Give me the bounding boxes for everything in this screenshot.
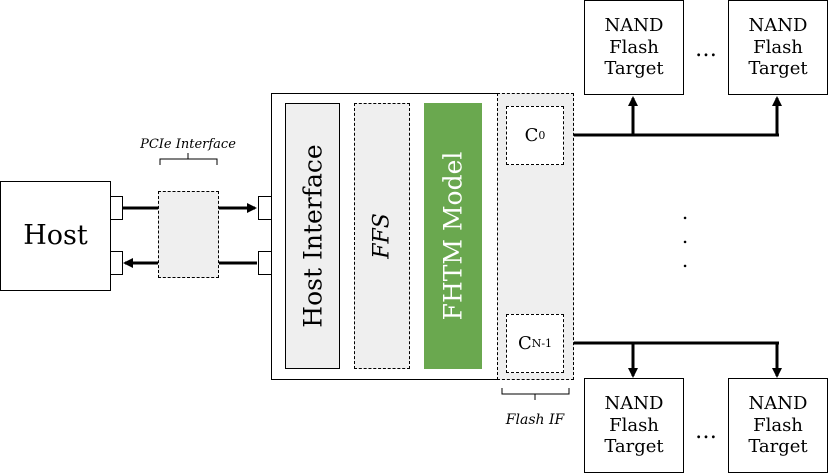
ffs-label: FFS [369,213,395,259]
nand-top-left-box [584,0,684,95]
nand-top-left-label: NAND Flash Target [584,0,684,95]
pcie-bracket [159,153,218,165]
channel-cn-box [506,314,564,373]
nand-top-right-label: NAND Flash Target [728,0,828,95]
vertical-ellipsis: . . . [681,200,689,272]
nand-bottom-ellipsis: … [695,418,717,444]
host-port-bottom [110,251,123,275]
pcie-interface-box [158,191,219,278]
controller-port-top [258,196,272,220]
pcie-label: PCIe Interface [140,137,236,153]
channel-cn-base: C [517,332,532,354]
nand-bottom-right-label: NAND Flash Target [728,378,828,473]
nand-bottom-right-line-3: Target [748,436,808,458]
host-interface-block [285,103,340,369]
nand-top-left-line-2: Flash [609,36,659,58]
flash-if-bracket [501,388,570,400]
channel-c0-box [506,106,564,165]
nand-bottom-left-line-2: Flash [609,414,659,436]
nand-top-left-line-1: NAND [604,15,664,37]
channel-c0-sub: 0 [538,128,546,142]
host-box [0,181,111,291]
nand-top-right-line-1: NAND [748,15,808,37]
channel-c0-base: C [524,124,539,146]
nand-bottom-left-label: NAND Flash Target [584,378,684,473]
nand-bottom-left-box [584,378,684,473]
nand-top-right-line-2: Flash [753,36,803,58]
host-interface-label: Host Interface [298,144,328,328]
nand-bottom-left-line-3: Target [604,436,664,458]
nand-bottom-right-line-1: NAND [748,393,808,415]
flash-if-label: Flash IF [505,411,565,428]
fhtm-model-block [424,103,482,369]
controller-port-bottom [258,251,272,275]
fhtm-model-label: FHTM Model [438,151,468,321]
nand-bottom-right-line-2: Flash [753,414,803,436]
ffs-block [354,103,410,369]
channel-cn-sub: N-1 [531,336,553,350]
host-port-top [110,196,123,220]
nand-top-ellipsis: … [695,36,717,62]
nand-top-left-line-3: Target [604,58,664,80]
nand-top-right-box [728,0,828,95]
host-label: Host [23,219,88,251]
nand-top-right-line-3: Target [748,58,808,80]
nand-bottom-left-line-1: NAND [604,393,664,415]
nand-bottom-right-box [728,378,828,473]
